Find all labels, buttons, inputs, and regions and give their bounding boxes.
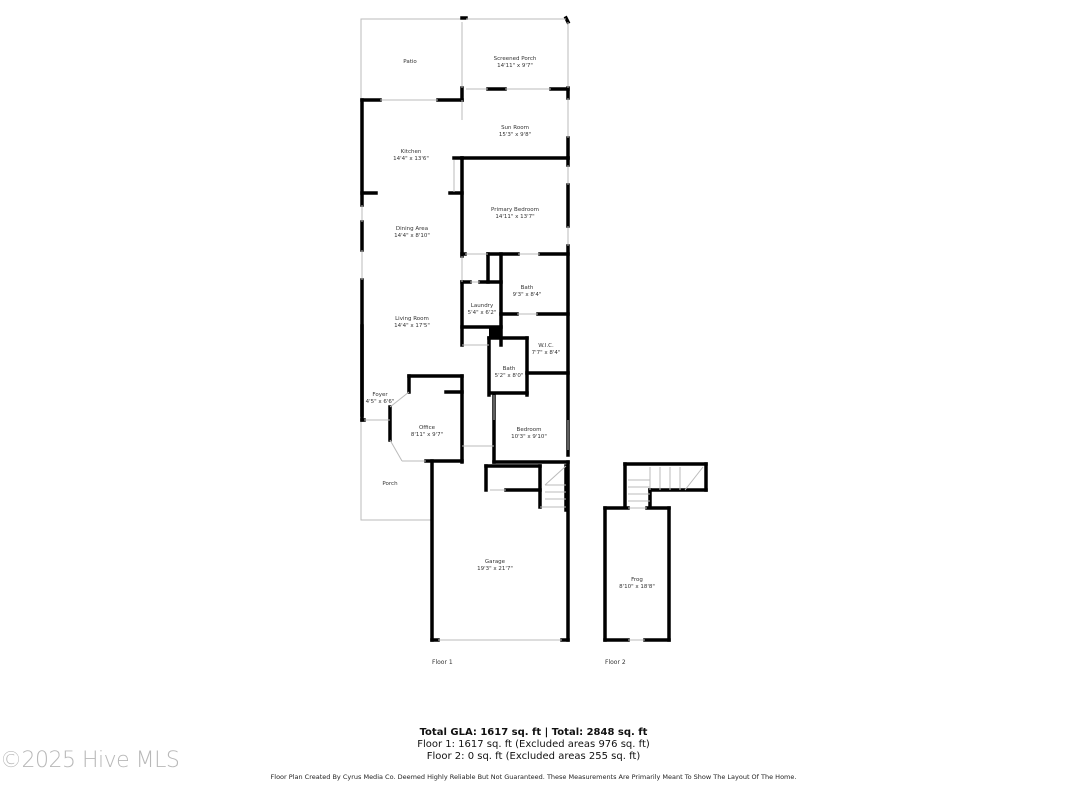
room-dimensions: 8'11" x 9'7" [410,432,444,438]
room-name: Living Room [395,316,429,322]
floor-1-label: Floor 1 [432,659,453,666]
room-wic: W.I.C.7'7" x 8'4" [532,343,561,357]
room-dimensions: 9'3" x 8'4" [512,292,542,298]
room-dimensions: 7'7" x 8'4" [531,350,561,356]
room-dimensions: 15'3" x 9'8" [498,132,532,138]
floor-2-area-line: Floor 2: 0 sq. ft (Excluded areas 255 sq… [426,751,641,762]
area-summary: Total GLA: 1617 sq. ft | Total: 2848 sq.… [0,727,1067,763]
floor-2-label: Floor 2 [605,659,626,666]
floor-1-area-line: Floor 1: 1617 sq. ft (Excluded areas 976… [417,739,650,750]
thin-walls-windows [361,18,704,641]
room-name: Patio [403,59,417,65]
room-name: Garage [484,559,506,565]
room-name: Bedroom [516,427,542,433]
room-dimensions: 4'5" x 6'6" [365,399,395,405]
outdoor-outlines [360,18,462,521]
room-dimensions: 14'4" x 17'5" [394,323,430,329]
room-name: Sun Room [501,125,529,131]
room-dimensions: 5'2" x 8'0" [494,373,524,379]
room-name: Bath [502,366,516,372]
room-name: Laundry [470,303,494,309]
room-name: Bath [520,285,534,291]
room-dimensions: 19'3" x 21'7" [477,566,513,572]
room-name: Foyer [372,392,388,398]
room-name: Dining Area [395,226,429,232]
room-name: Porch [382,481,398,487]
disclaimer-text: Floor Plan Created By Cyrus Media Co. De… [270,773,797,781]
room-name: Frog [631,577,643,583]
room-dimensions: 14'11" x 13'7" [495,214,535,220]
room-name: Primary Bedroom [491,207,539,213]
room-dimensions: 10'3" x 9'10" [511,434,547,440]
room-dimensions: 5'4" x 6'2" [467,310,497,316]
copyright-watermark: ©2025 Hive MLS [0,748,180,773]
floor-plan-drawing [360,15,708,642]
room-dimensions: 14'4" x 8'10" [394,233,430,239]
room-name: Office [418,425,436,431]
room-dimensions: 14'4" x 13'6" [393,156,429,162]
room-dimensions: 8'10" x 18'8" [619,584,655,590]
room-name: Kitchen [400,149,422,155]
room-dimensions: 14'11" x 9'7" [497,63,533,69]
room-name: Screened Porch [493,56,537,62]
total-gla-line: Total GLA: 1617 sq. ft | Total: 2848 sq.… [419,727,648,738]
room-patio: Patio [403,59,417,66]
room-porch: Porch [382,481,397,488]
room-name: W.I.C. [538,343,554,349]
